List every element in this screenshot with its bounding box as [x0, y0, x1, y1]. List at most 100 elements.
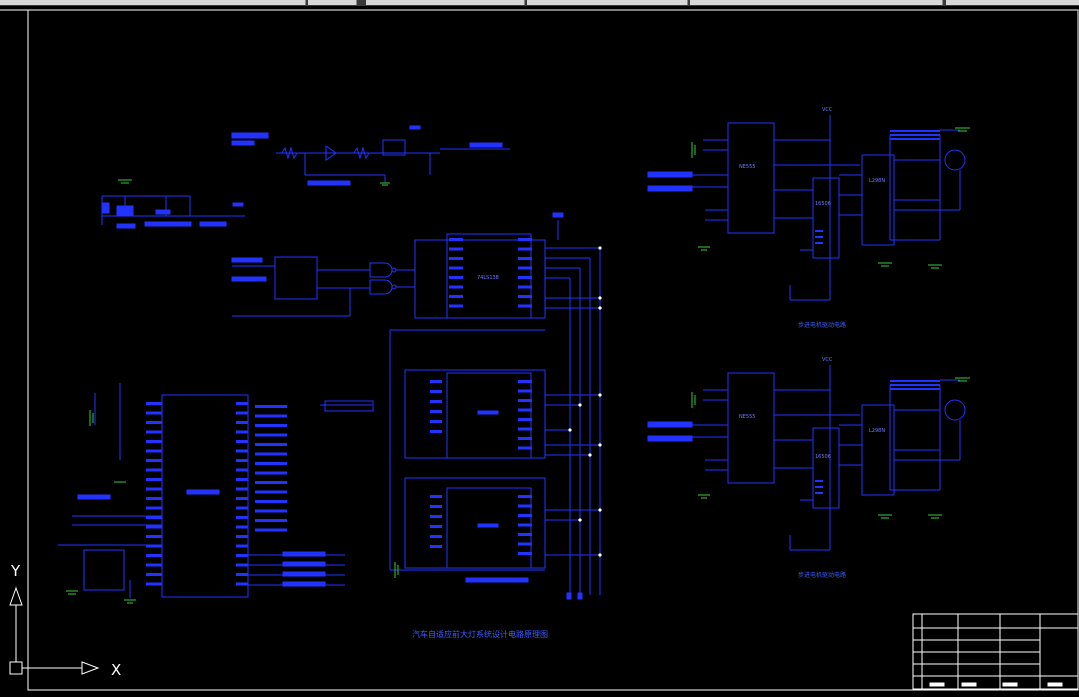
pin-stub [449, 276, 463, 279]
pin-stub [518, 446, 532, 450]
toolbar-field[interactable] [308, 0, 357, 5]
pin-stub [518, 247, 532, 251]
pin-stub [449, 247, 463, 251]
pin-stub [518, 523, 532, 527]
pin-stub [518, 238, 532, 241]
pin-stub [449, 238, 463, 241]
pin-stub [236, 430, 248, 434]
pin-stub [815, 242, 823, 244]
junction-dot [588, 453, 592, 457]
pin-stub [255, 500, 287, 503]
title-block [912, 613, 1079, 690]
gate-circuit[interactable] [231, 256, 415, 317]
ground-symbol [691, 127, 970, 269]
toolbar-field[interactable] [527, 0, 688, 5]
pin-stub [430, 545, 442, 548]
pin-stub [518, 257, 532, 260]
pin-stub [518, 266, 532, 270]
vcc-label: VCC [822, 357, 833, 363]
pin-stub [518, 295, 532, 298]
pin-stub [236, 421, 248, 424]
pin-stub [518, 304, 532, 308]
pin-stub [146, 459, 162, 462]
motor-caption-top: 步进电机驱动电路 [798, 321, 846, 329]
toolbar-field[interactable] [366, 0, 525, 5]
pin-stub [518, 437, 532, 440]
pin-stub [815, 236, 823, 238]
sensor-amplifier-circuit[interactable] [231, 125, 510, 186]
mcu-pins [146, 402, 287, 586]
pin-stub [236, 402, 248, 405]
stepper-driver-top[interactable] [647, 115, 966, 301]
pin-stub [890, 138, 940, 140]
ground-symbol [118, 179, 132, 184]
pin-stub [518, 504, 532, 508]
pin-stub [815, 480, 823, 482]
pin-stub [146, 440, 162, 443]
pin-stub [815, 486, 823, 488]
driver-chip-label: 16506 [815, 454, 831, 460]
pin-stub [430, 515, 442, 518]
drawing-canvas[interactable]: NE555 16506 L298N NE555 16506 L298N VCC … [0, 6, 1079, 693]
oscillator-circuit[interactable] [101, 195, 245, 229]
pin-stub [430, 430, 442, 433]
pin-stub [255, 481, 287, 484]
pin-stub [146, 506, 162, 510]
pin-stub [430, 495, 442, 498]
pin-stub [449, 304, 463, 308]
pin-stub [518, 276, 532, 279]
pin-stub [236, 468, 248, 472]
pin-stub [430, 410, 442, 413]
driver-pins [815, 380, 940, 494]
ucs-y-label: Y [10, 562, 21, 580]
pin-stub [236, 544, 248, 548]
pin-stub [430, 535, 442, 538]
toolbar-field[interactable] [690, 0, 943, 5]
pin-stub [146, 535, 162, 538]
microcontroller-block[interactable] [58, 383, 374, 598]
hbridge-chip-label: L298N [869, 178, 885, 184]
pin-stub [236, 554, 248, 557]
pin-stub [255, 405, 287, 408]
pin-stub [430, 390, 442, 393]
motor-caption-bottom: 步进电机驱动电路 [798, 571, 846, 579]
stepper-driver-bottom[interactable] [647, 365, 966, 551]
pin-stub [236, 459, 248, 462]
pin-stub [255, 433, 287, 437]
pin-stub [236, 478, 248, 481]
junction-dot [568, 428, 572, 432]
junction-dot [578, 403, 582, 407]
toolbar-field[interactable] [0, 0, 306, 5]
pin-stub [518, 285, 532, 289]
pin-stub [255, 424, 287, 427]
pin-stub [146, 544, 162, 548]
pin-stub [255, 452, 287, 456]
timer-chip-label: NE555 [739, 164, 755, 170]
pin-stub [146, 449, 162, 453]
pin-stub [890, 380, 940, 382]
pin-stub [236, 535, 248, 538]
ucs-x-label: X [111, 661, 121, 679]
driver-chip-label: 16506 [815, 201, 831, 207]
pin-stub [146, 582, 162, 586]
pin-stub [255, 490, 287, 494]
pin-stub [236, 411, 248, 415]
pin-stub [236, 516, 248, 519]
pin-stub [255, 443, 287, 446]
pin-stub [518, 514, 532, 517]
pin-stub [518, 427, 532, 431]
pin-stub [146, 525, 162, 529]
pin-stub [518, 380, 532, 383]
junction-dot [598, 393, 602, 397]
pin-stub [236, 449, 248, 453]
pin-stub [146, 554, 162, 557]
toolbar-strip [0, 0, 1079, 6]
decoder-block[interactable] [389, 212, 601, 600]
pin-stub [518, 389, 532, 393]
pin-stub [518, 408, 532, 412]
pin-stub [236, 506, 248, 510]
pin-stub [430, 525, 442, 528]
pin-stub [815, 230, 823, 232]
pin-stub [236, 563, 248, 567]
toolbar-field[interactable] [946, 0, 1079, 5]
